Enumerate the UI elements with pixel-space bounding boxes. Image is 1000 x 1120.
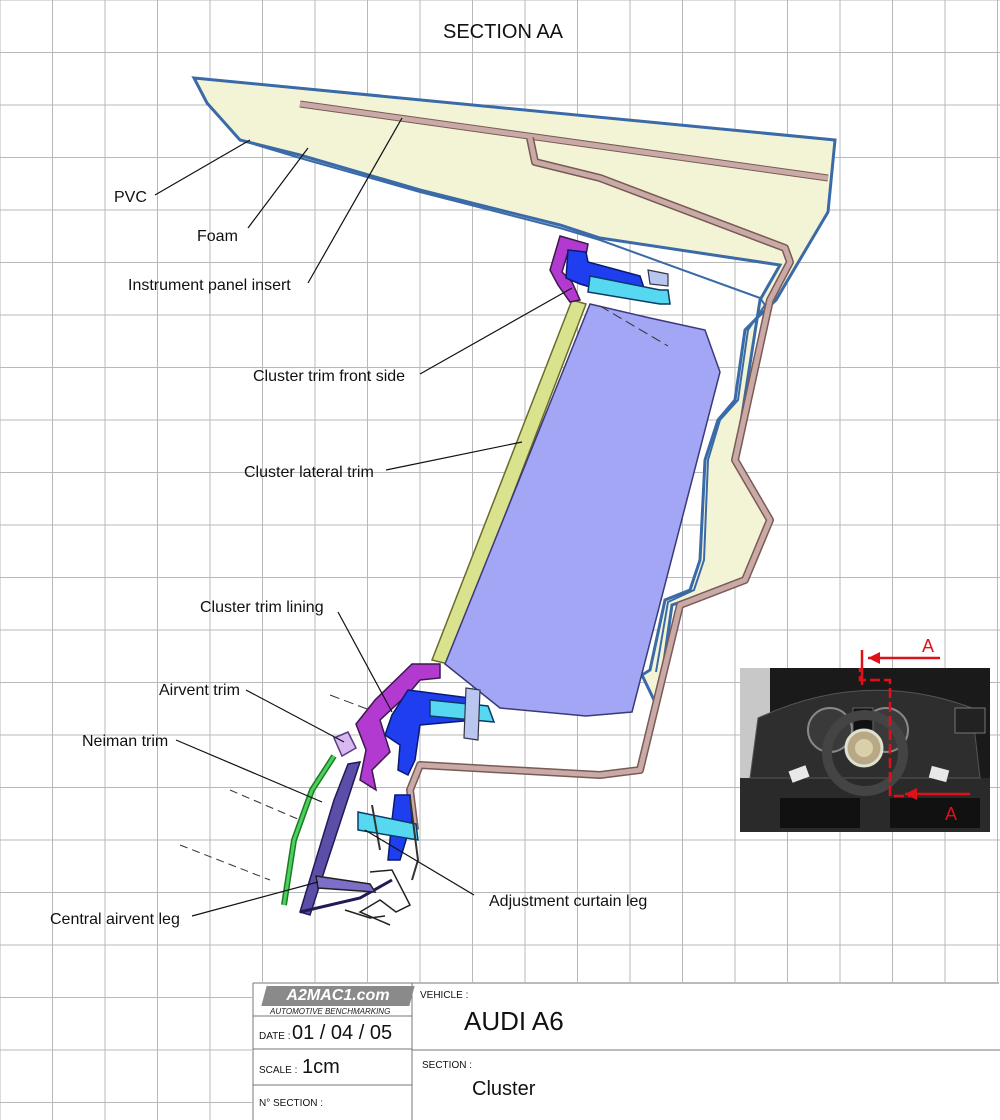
title-block: A2MAC1.com AUTOMOTIVE BENCHMARKING VEHIC…: [252, 982, 1000, 1120]
cluster-body: [444, 303, 721, 717]
central-airvent-clip: [344, 869, 412, 926]
label-foam: Foam: [197, 228, 238, 245]
neiman-bottom: [299, 878, 393, 914]
section-label: SECTION :: [422, 1060, 473, 1071]
airvent-trim: [333, 731, 357, 758]
date-label: DATE :: [259, 1031, 291, 1042]
adjustment-curtain-leg: [371, 797, 420, 881]
cluster-axis: [329, 305, 669, 713]
section-arrows: A A: [860, 636, 970, 824]
label-central-airvent-leg: Central airvent leg: [50, 911, 180, 928]
neiman-trim: [299, 761, 362, 916]
dashed-axis: [179, 789, 301, 881]
label-cluster-trim-lining: Cluster trim lining: [200, 599, 324, 616]
adjustment-curtain-screw: [357, 811, 419, 841]
label-cluster-trim-front-side: Cluster trim front side: [253, 368, 405, 385]
central-airvent-leg: [315, 875, 377, 893]
section-number-label: N° SECTION :: [259, 1098, 324, 1109]
date-value: 01 / 04 / 05: [292, 1022, 393, 1044]
section-value: Cluster: [472, 1078, 536, 1100]
label-cluster-lateral-trim: Cluster lateral trim: [244, 464, 374, 481]
marker-a-top: A: [922, 636, 934, 656]
instrument-panel-insert-fill: [299, 101, 829, 181]
label-adjustment-curtain-leg: Adjustment curtain leg: [489, 893, 647, 910]
front-screw-head: [647, 269, 669, 287]
vehicle-value: AUDI A6: [464, 1006, 564, 1036]
scale-value: 1cm: [302, 1056, 340, 1078]
marker-a-bottom: A: [945, 804, 957, 824]
label-airvent-trim: Airvent trim: [159, 682, 240, 699]
label-instrument-panel-insert: Instrument panel insert: [128, 277, 291, 294]
dashboard-photo-image: [740, 668, 990, 832]
front-screw-cyan: [587, 275, 671, 305]
logo-subtitle: AUTOMOTIVE BENCHMARKING: [270, 1007, 391, 1016]
cluster-trim-lining: [355, 663, 441, 792]
reference-photo: [740, 668, 990, 832]
insert-fold-fill: [407, 137, 793, 831]
lining-screw-head: [463, 687, 481, 741]
section-marker-overlay: [858, 668, 910, 798]
label-pvc: PVC: [114, 189, 147, 206]
label-neiman-trim: Neiman trim: [82, 733, 168, 750]
scale-label: SCALE :: [259, 1065, 298, 1076]
section-title: SECTION AA: [443, 21, 564, 43]
a2mac1-logo: A2MAC1.com: [261, 986, 415, 1006]
vehicle-label: VEHICLE :: [420, 990, 469, 1001]
leader-lines: [154, 117, 573, 917]
pvc-skin: [193, 77, 836, 673]
airvent-green-fill: [282, 755, 336, 906]
